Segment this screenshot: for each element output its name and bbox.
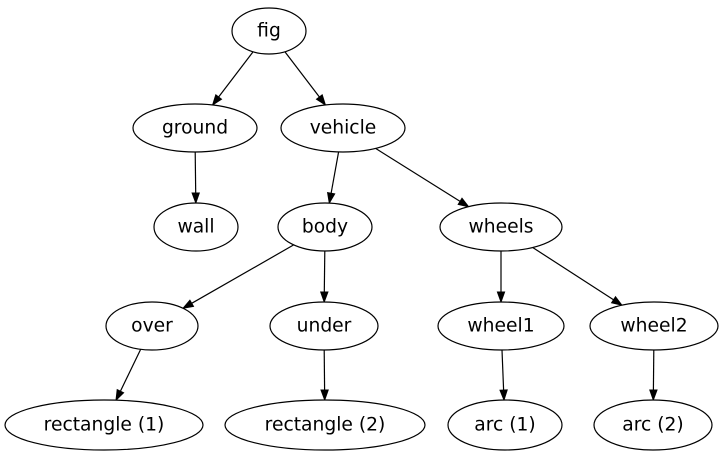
edge-ground-wall	[194, 151, 197, 194]
node-label-arc2: arc (2)	[622, 415, 683, 436]
edge-over-rect1	[119, 349, 142, 392]
node-label-vehicle: vehicle	[310, 118, 377, 139]
node-ellipse-over	[105, 301, 199, 351]
node-label-wheels: wheels	[468, 217, 533, 238]
node-ellipse-body	[277, 202, 373, 252]
node-label-rect1: rectangle (1)	[44, 415, 165, 436]
node-ellipse-rect1	[4, 399, 204, 451]
node-ellipse-arc1	[447, 399, 563, 451]
arrowhead-fig-ground	[211, 93, 223, 107]
node-label-arc1: arc (1)	[474, 415, 535, 436]
arrowhead-under-rect2	[320, 389, 329, 402]
edge-body-under	[323, 250, 326, 293]
node-label-rect2: rectangle (2)	[265, 415, 386, 436]
node-ellipse-wheel1	[437, 301, 565, 351]
node-ellipse-wheel2	[589, 301, 719, 351]
node-label-wheel2: wheel2	[620, 316, 687, 337]
arrowhead-ground-wall	[191, 192, 201, 205]
node-label-body: body	[302, 217, 348, 238]
edge-wheels-wheel2	[532, 246, 614, 301]
node-ellipse-arc2	[593, 399, 713, 451]
node-ellipse-ground	[132, 103, 258, 153]
node-ellipse-rect2	[224, 399, 426, 451]
node-label-wheel1: wheel1	[467, 316, 534, 337]
edge-body-over	[191, 244, 294, 304]
node-label-wall: wall	[177, 217, 214, 238]
arrowhead-wheels-wheel2	[610, 295, 624, 307]
arrowhead-wheels-wheel1	[496, 291, 506, 304]
arrowhead-wheel1-arc1	[499, 389, 508, 402]
node-label-ground: ground	[162, 118, 228, 139]
arrowhead-body-over	[181, 299, 195, 310]
node-ellipse-wall	[153, 202, 239, 252]
edge-wheel1-arc1	[501, 349, 505, 391]
node-ellipse-wheels	[439, 202, 563, 252]
arrowhead-vehicle-wheels	[457, 197, 470, 208]
edge-vehicle-body	[330, 151, 340, 194]
node-label-under: under	[297, 316, 352, 337]
arrowhead-wheel2-arc2	[649, 389, 658, 402]
edge-fig-ground	[218, 51, 254, 98]
node-ellipse-fig	[231, 7, 307, 55]
arrowhead-body-under	[319, 291, 329, 304]
edge-vehicle-wheels	[375, 147, 461, 202]
arrowhead-vehicle-body	[326, 191, 336, 205]
node-ellipse-vehicle	[280, 103, 406, 153]
node-label-over: over	[131, 316, 173, 337]
edge-fig-vehicle	[284, 51, 320, 98]
arrowhead-over-rect1	[115, 388, 125, 402]
node-label-fig: fig	[257, 21, 281, 42]
arrowhead-fig-vehicle	[315, 93, 327, 107]
node-ellipse-under	[269, 301, 379, 351]
